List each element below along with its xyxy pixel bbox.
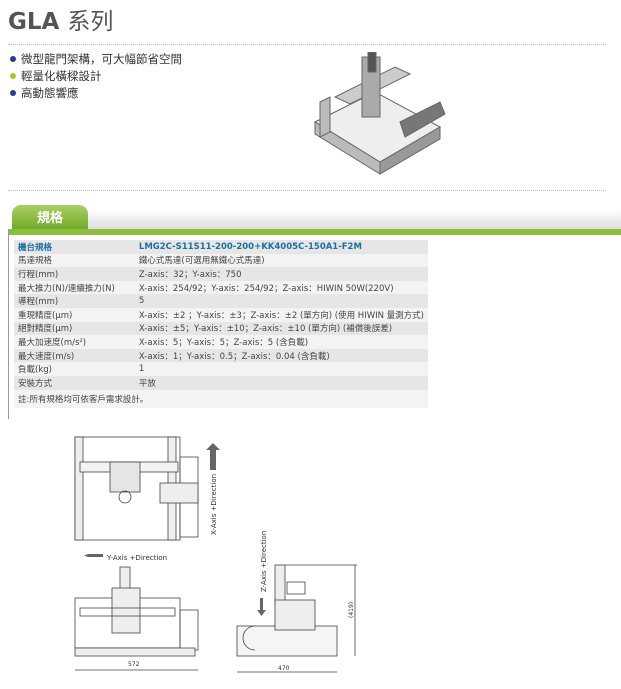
cell-label: 最大加速度(m/s²) — [14, 335, 135, 349]
x-direction-label: X-Axis +Direction — [210, 474, 218, 535]
divider — [8, 44, 606, 45]
title-latin: GLA — [8, 9, 60, 35]
z-arrow-icon — [257, 598, 266, 616]
cell-value: 平放 — [134, 375, 428, 390]
cell-label: 行程(mm) — [14, 267, 135, 281]
divider — [8, 190, 606, 191]
table-row: 負載(kg)1 — [14, 362, 428, 376]
front-width-dimension: 572 — [128, 661, 140, 668]
feature-text: 高動態響應 — [21, 86, 79, 100]
table-row: 馬達規格鐵心式馬達(可選用無鐵心式馬達) — [14, 253, 428, 268]
cell-value: X-axis：254/92；Y-axis：254/92；Z-axis：HIWIN… — [134, 280, 428, 295]
cell-value: Z-axis：32；Y-axis：750 — [134, 267, 428, 281]
table-row: 絕對精度(μm)X-axis：±5；Y-axis：±10；Z-axis：±10 … — [14, 321, 428, 336]
side-width-dimension: 470 — [278, 665, 290, 672]
table-row: 最大速度(m/s)X-axis：1；Y-axis：0.5；Z-axis：0.04… — [14, 348, 428, 363]
z-direction-label: Z-Axis +Direction — [260, 531, 268, 592]
y-arrow-icon — [84, 551, 103, 560]
side-height-dimension: (419) — [348, 602, 355, 618]
cell-value: X-axis：1；Y-axis：0.5；Z-axis：0.04 (含負載) — [134, 348, 428, 363]
table-row: 導程(mm)5 — [14, 294, 428, 308]
cell-label: 機台規格 — [14, 240, 135, 254]
cell-label: 馬達規格 — [14, 253, 135, 268]
bullet-icon — [10, 73, 16, 79]
cell-label: 絕對精度(μm) — [14, 321, 135, 336]
feature-text: 輕量化橫樑設計 — [21, 69, 102, 83]
front-view — [74, 566, 199, 671]
table-row: 最大推力(N)/連續推力(N)X-axis：254/92；Y-axis：254/… — [14, 280, 428, 295]
y-direction-label: Y-Axis +Direction — [106, 554, 167, 562]
table-note-row: 註:所有規格均可依客戶需求設計。 — [14, 389, 428, 408]
tab-spec[interactable]: 規格 — [12, 205, 88, 230]
cell-label: 導程(mm) — [14, 294, 135, 308]
cell-value: X-axis：±2 ；Y-axis：±3；Z-axis：±2 (單方向) (使用… — [134, 307, 428, 322]
table-row: 行程(mm)Z-axis：32；Y-axis：750 — [14, 267, 428, 281]
cell-label: 重現精度(μm) — [14, 307, 135, 322]
cell-value: X-axis：5；Y-axis：5；Z-axis：5 (含負載) — [134, 335, 428, 349]
cell-label: 負載(kg) — [14, 362, 135, 376]
cell-label: 安裝方式 — [14, 375, 135, 390]
technical-drawing: X-Axis +Direction Y-Axis +Direction 572 … — [74, 436, 357, 673]
bullet-icon — [10, 90, 16, 96]
cell-label: 最大速度(m/s) — [14, 348, 135, 363]
table-note: 註:所有規格均可依客戶需求設計。 — [14, 389, 428, 408]
cell-label: 最大推力(N)/連續推力(N) — [14, 280, 135, 295]
side-view — [236, 564, 357, 673]
feature-item: 微型龍門架構，可大幅節省空間 — [10, 51, 182, 67]
title-cn: 系列 — [67, 9, 114, 35]
feature-text: 微型龍門架構，可大幅節省空間 — [21, 52, 182, 66]
tab-bar-background — [88, 210, 621, 229]
product-image — [313, 52, 446, 175]
tab-underline — [8, 229, 621, 235]
cell-value: 鐵心式馬達(可選用無鐵心式馬達) — [134, 253, 428, 268]
table-row: 重現精度(μm)X-axis：±2 ；Y-axis：±3；Z-axis：±2 (… — [14, 307, 428, 322]
cell-value: X-axis：±5；Y-axis：±10；Z-axis：±10 (單方向) (補… — [134, 321, 428, 336]
cell-value: 5 — [134, 294, 428, 308]
top-view — [74, 436, 199, 541]
table-row: 安裝方式平放 — [14, 375, 428, 390]
x-arrow-icon — [206, 443, 220, 470]
feature-item: 高動態響應 — [10, 85, 79, 101]
cell-value: LMG2C-S11S11-200-200+KK4005C-150A1-F2M — [134, 240, 428, 254]
page-title: GLA 系列 — [8, 2, 113, 36]
bullet-icon — [10, 56, 16, 62]
content-border — [8, 229, 9, 419]
table-row: 最大加速度(m/s²)X-axis：5；Y-axis：5；Z-axis：5 (含… — [14, 335, 428, 349]
feature-item: 輕量化橫樑設計 — [10, 68, 102, 84]
cell-value: 1 — [134, 362, 428, 376]
